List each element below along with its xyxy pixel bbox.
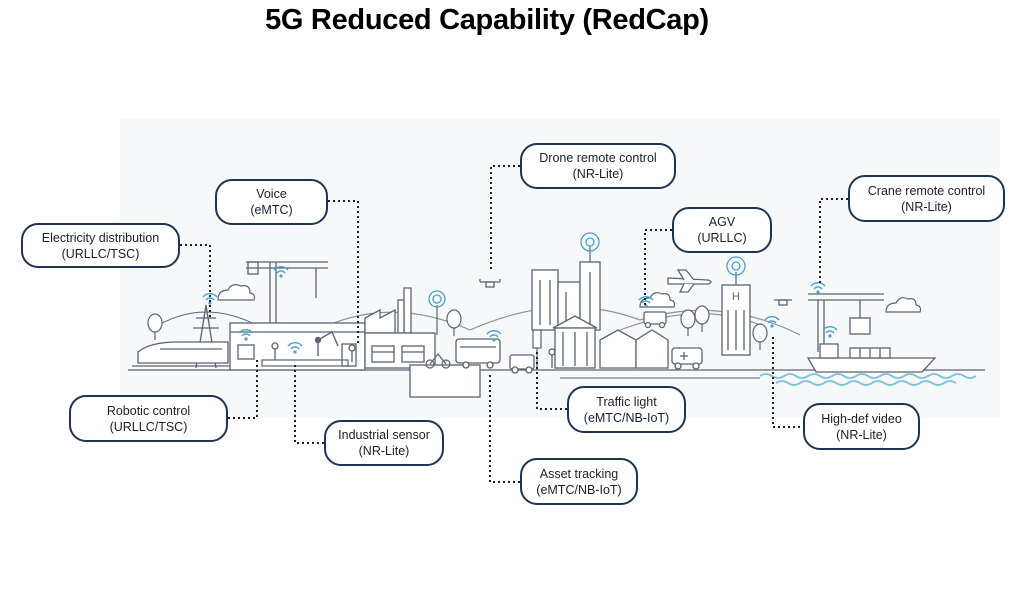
- robot-arm-icon: [314, 331, 339, 356]
- callout-agv: AGV (URLLC): [672, 207, 772, 253]
- callout-connectors: [180, 165, 848, 483]
- airplane-icon: [667, 269, 712, 293]
- ship-icon: [806, 343, 937, 373]
- callout-tech: (eMTC/NB-IoT): [583, 410, 670, 425]
- callout-drone-remote-control: Drone remote control (NR-Lite): [520, 143, 676, 189]
- callout-industrial-sensor: Industrial sensor (NR-Lite): [324, 420, 444, 466]
- callout-name: Traffic light: [596, 394, 657, 409]
- callout-name: Crane remote control: [867, 183, 986, 198]
- callout-tech: (NR-Lite): [901, 199, 952, 214]
- callout-tech: (NR-Lite): [572, 167, 624, 181]
- callout-tech: (URLLC/TSC): [109, 419, 188, 434]
- callout-voice: Voice (eMTC): [215, 179, 328, 225]
- callout-traffic-light: Traffic light (eMTC/NB-IoT): [567, 386, 686, 433]
- info-panel: [409, 364, 481, 398]
- crane-icon: [808, 293, 884, 352]
- svg-text:H: H: [732, 291, 740, 303]
- factory-building: [229, 322, 366, 371]
- wifi-signal-icon: [726, 256, 746, 276]
- callout-high-def-video: High-def video (NR-Lite): [803, 403, 920, 450]
- drone-icon: [479, 279, 501, 288]
- callout-name: AGV: [708, 215, 736, 229]
- callout-name: Asset tracking: [539, 466, 619, 481]
- shops: [599, 329, 669, 369]
- cloud-icon: [217, 284, 256, 301]
- cyclist-icon: [425, 353, 451, 369]
- drone-icon: [774, 299, 792, 306]
- callout-electricity-distribution: Electricity distribution (URLLC/TSC): [21, 223, 180, 268]
- callout-name: High-def video: [821, 411, 902, 426]
- train-icon: [132, 341, 232, 367]
- callout-robotic-control: Robotic control (URLLC/TSC): [69, 395, 228, 442]
- callout-tech: (eMTC): [250, 203, 293, 217]
- callout-tech: (URLLC): [697, 231, 747, 245]
- callout-tech: (URLLC/TSC): [61, 246, 140, 261]
- callout-asset-tracking: Asset tracking (eMTC/NB-IoT): [520, 458, 638, 505]
- callout-tech: (NR-Lite): [358, 444, 410, 458]
- callout-name: Voice: [256, 187, 287, 201]
- callout-tech: (eMTC/NB-IoT): [536, 482, 622, 497]
- worker-icon: [271, 342, 356, 362]
- callout-name: Drone remote control: [539, 151, 657, 165]
- wifi-signal-icon: [428, 290, 446, 308]
- crane-icon: [246, 261, 328, 323]
- cloud-icon: [885, 297, 922, 313]
- callout-name: Electricity distribution: [41, 230, 160, 245]
- water: [759, 373, 977, 386]
- bus-icon: [455, 338, 501, 369]
- truck-icon: [509, 354, 535, 374]
- civic-building: [552, 315, 598, 369]
- callout-name: Robotic control: [106, 403, 191, 418]
- warehouse: [364, 332, 436, 369]
- wifi-signal-icon: [580, 232, 600, 252]
- callout-tech: (NR-Lite): [836, 427, 887, 442]
- callout-name: Industrial sensor: [338, 428, 430, 442]
- hospital-icon: H: [721, 284, 751, 356]
- callout-crane-remote-control: Crane remote control (NR-Lite): [848, 175, 1005, 222]
- page-title: 5G Reduced Capability (RedCap): [265, 4, 709, 36]
- conveyor-belt: [261, 359, 349, 367]
- skyscrapers: [531, 261, 601, 331]
- ambulance-icon: [671, 347, 703, 370]
- agv-vehicle-icon: [643, 311, 667, 329]
